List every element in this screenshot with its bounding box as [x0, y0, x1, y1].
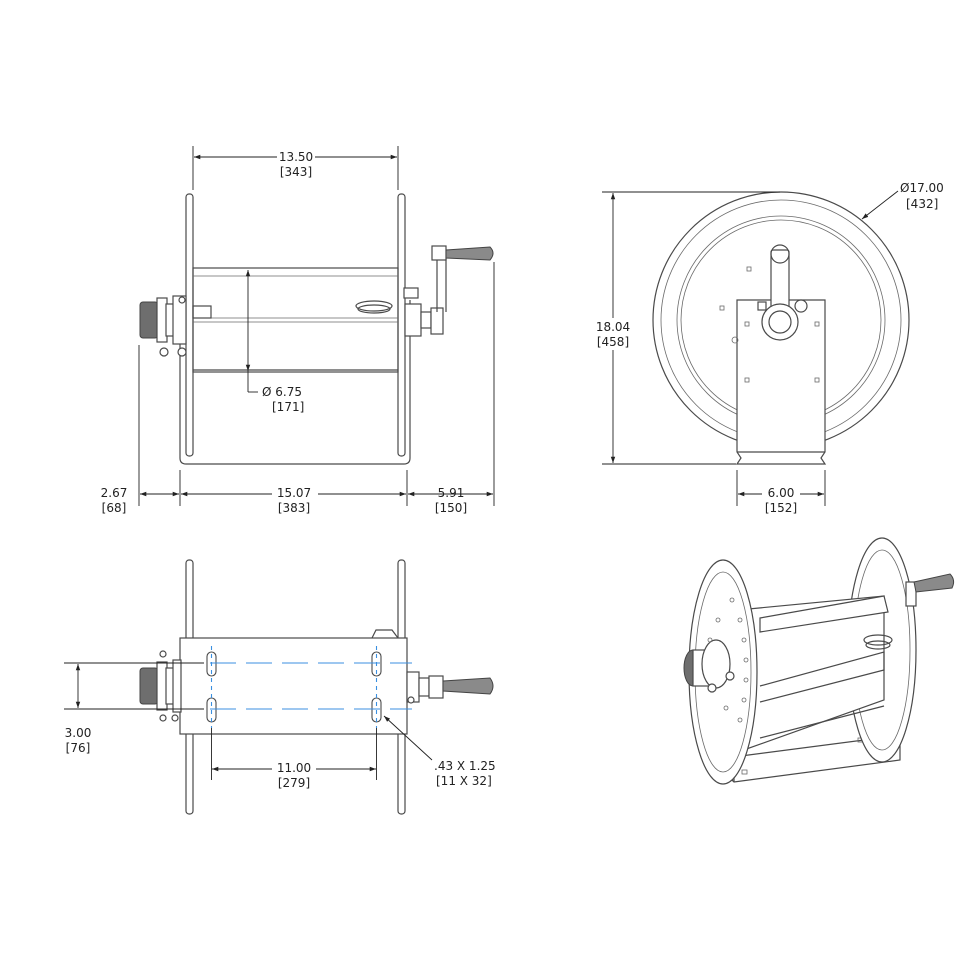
front-dims: 13.50 [343] Ø 6.75 [171] 2.67 [68] 15.07… — [101, 146, 495, 515]
dim-slot-size: .43 X 1.25 — [434, 759, 496, 773]
dim-base-width-metric: [383] — [278, 501, 310, 515]
dim-disc-dia: Ø17.00 — [900, 181, 944, 195]
dim-height-metric: [458] — [597, 335, 629, 349]
side-dims: 18.04 [458] Ø17.00 [432] 6.00 [152] — [596, 181, 944, 515]
dim-width-top: 13.50 — [279, 150, 313, 164]
dim-width-top-metric: [343] — [280, 165, 312, 179]
dim-slot-spacing-x: 11.00 — [277, 761, 311, 775]
front-view — [139, 193, 494, 465]
dim-base-width: 15.07 — [277, 486, 311, 500]
dim-height: 18.04 — [596, 320, 630, 334]
iso-view — [683, 537, 955, 785]
dim-slot-spacing-y: 3.00 — [65, 726, 92, 740]
dim-slot-size-metric: [11 X 32] — [436, 774, 492, 788]
dim-drum-dia: Ø 6.75 — [262, 385, 302, 399]
dim-left-offset-metric: [68] — [102, 501, 127, 515]
dim-disc-dia-metric: [432] — [906, 197, 938, 211]
dim-left-offset: 2.67 — [101, 486, 128, 500]
dim-slot-spacing-y-metric: [76] — [66, 741, 91, 755]
side-view — [652, 191, 910, 465]
dim-frame-width: 6.00 — [768, 486, 795, 500]
dim-frame-width-metric: [152] — [765, 501, 797, 515]
dim-crank-offset-metric: [150] — [435, 501, 467, 515]
dim-crank-offset: 5.91 — [438, 486, 465, 500]
dim-drum-dia-metric: [171] — [272, 400, 304, 414]
dim-slot-spacing-x-metric: [279] — [278, 776, 310, 790]
bottom-view — [139, 559, 494, 815]
bottom-dims: 3.00 [76] 11.00 [279] .43 X 1.25 [11 X 3… — [64, 662, 496, 790]
